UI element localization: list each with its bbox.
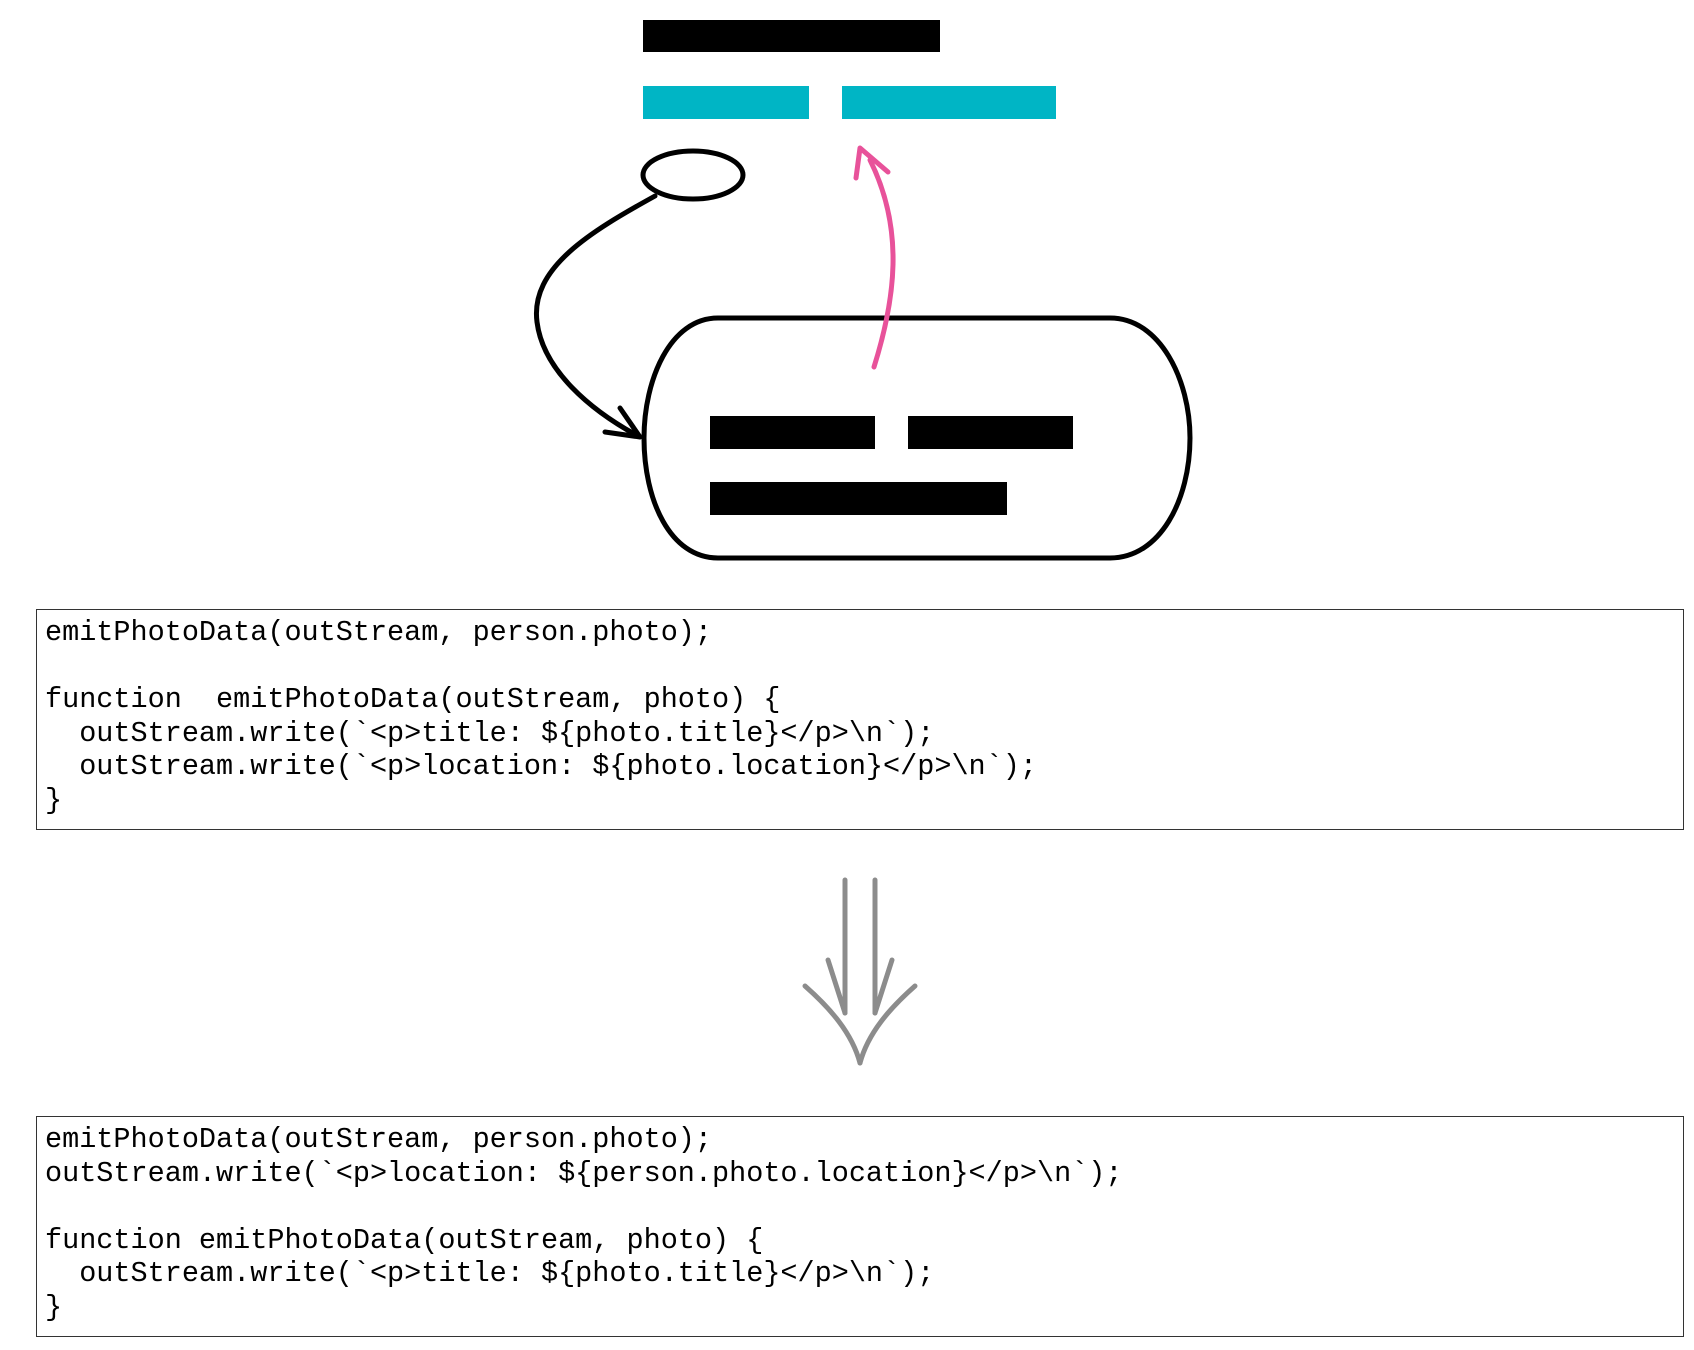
call-arrow — [533, 193, 658, 439]
code-line: emitPhotoData(outStream, person.photo); — [45, 616, 713, 649]
function-statement-bar-right — [908, 416, 1073, 449]
double-down-arrow-icon — [802, 877, 918, 1066]
code-line: outStream.write(`<p>title: ${photo.title… — [45, 716, 935, 750]
code-line — [45, 1190, 1683, 1224]
code-line: emitPhotoData(outStream, person.photo); — [45, 1123, 713, 1156]
code-line: } — [45, 1290, 63, 1324]
code-after-panel: emitPhotoData(outStream, person.photo); … — [36, 1116, 1684, 1337]
move-statement-arrow — [867, 157, 896, 370]
code-line: function emitPhotoData(outStream, photo)… — [45, 1223, 764, 1257]
code-line: function emitPhotoData(outStream, photo)… — [45, 683, 781, 716]
call-site-oval — [640, 148, 746, 202]
code-line: outStream.write(`<p>location: ${person.p… — [45, 1156, 1123, 1190]
function-statement-bar-bottom — [710, 482, 1007, 515]
code-line: outStream.write(`<p>title: ${photo.title… — [45, 1257, 935, 1290]
code-line — [45, 650, 1683, 684]
moved-statement-bar-right — [842, 86, 1056, 119]
caller-statement-bar — [643, 20, 940, 52]
call-arrow-head — [602, 405, 643, 440]
moved-statement-bar-left — [643, 86, 809, 119]
move-statement-arrow-head — [853, 145, 891, 181]
code-line: outStream.write(`<p>location: ${photo.lo… — [45, 750, 1037, 783]
code-line: } — [45, 783, 63, 817]
refactoring-diagram — [533, 20, 1193, 561]
code-before-panel: emitPhotoData(outStream, person.photo); … — [36, 609, 1684, 830]
function-statement-bar-left — [710, 416, 875, 449]
